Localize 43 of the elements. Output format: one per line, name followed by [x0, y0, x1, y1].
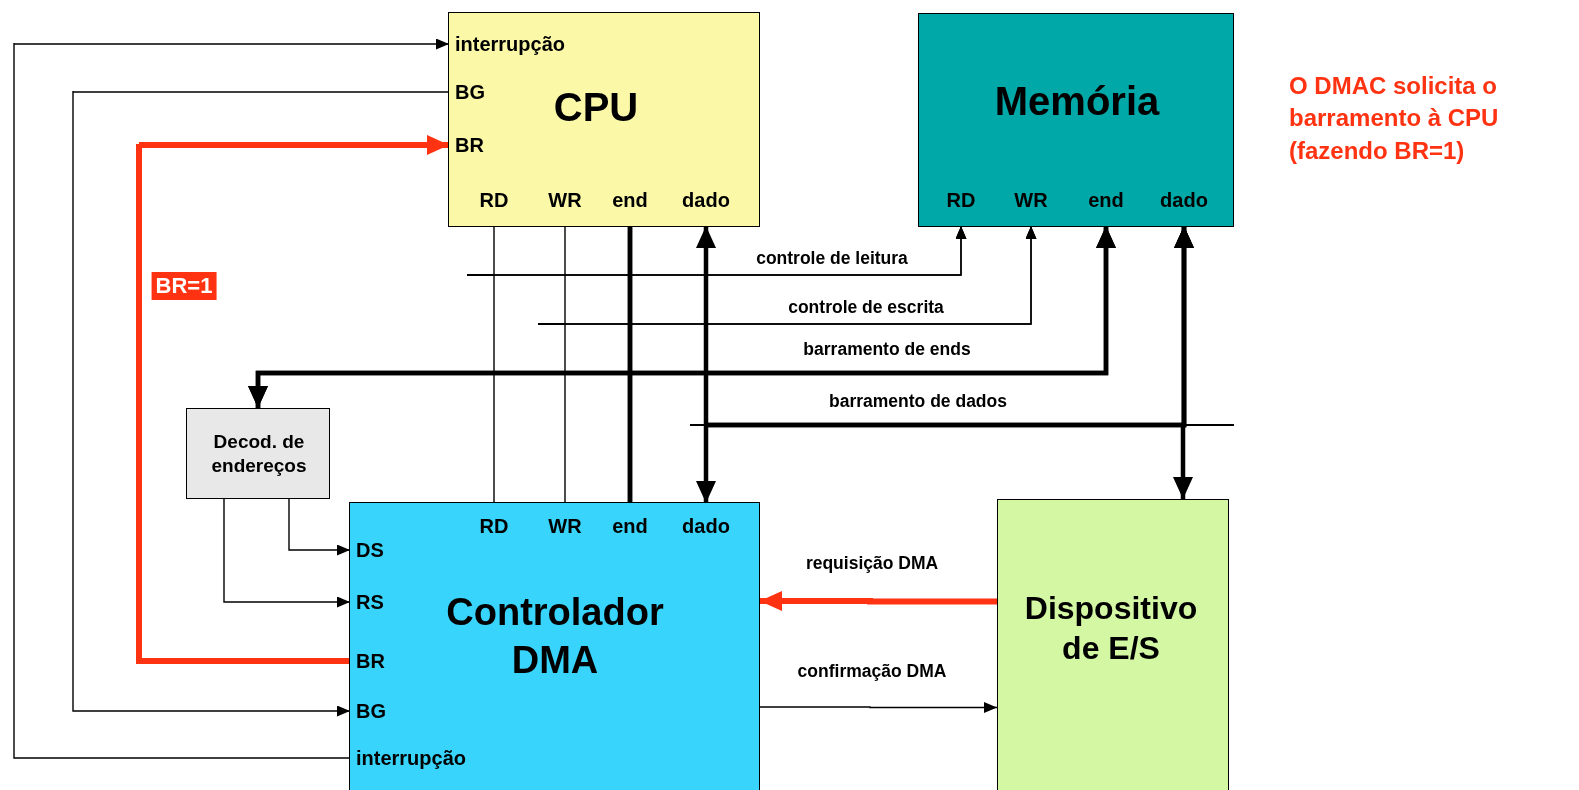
- pin-label: dado: [675, 186, 737, 226]
- decoder-box: [186, 408, 330, 499]
- arrow: [759, 702, 998, 713]
- box-title: CPU: [553, 84, 639, 130]
- pin-label: dado: [1153, 186, 1215, 226]
- box-title: Decod. de endereços: [210, 430, 308, 478]
- pin-label: end: [599, 503, 661, 543]
- arrow: [136, 135, 449, 664]
- pin-label: BG: [350, 696, 388, 726]
- box-title: Controlador DMA: [445, 589, 665, 682]
- bus-double-arrow: [1173, 226, 1194, 499]
- pin-label: interrupção: [350, 743, 469, 773]
- pin-label: BR: [449, 130, 486, 160]
- pin-label: RD: [463, 503, 525, 543]
- pin-label: DS: [350, 535, 386, 565]
- arrow: [492, 225, 967, 504]
- pin-label: WR: [1000, 186, 1062, 226]
- io-device-box: [997, 499, 1229, 790]
- memory-box: [918, 13, 1234, 227]
- arrow: [563, 225, 1037, 504]
- bus-arrow: [248, 370, 633, 503]
- pin-label: WR: [534, 503, 596, 543]
- pin-label: RD: [463, 186, 525, 226]
- pin-label: BR: [350, 646, 387, 676]
- pin-label: dado: [675, 503, 737, 543]
- arrow: [760, 591, 997, 611]
- edge-label: BR=1: [151, 272, 217, 300]
- arrow: [288, 498, 351, 556]
- pin-label: WR: [534, 186, 596, 226]
- pin-label: end: [1075, 186, 1137, 226]
- pin-label: end: [599, 186, 661, 226]
- pin-label: BG: [449, 77, 487, 107]
- cpu-box: [448, 12, 760, 227]
- pin-label: RD: [930, 186, 992, 226]
- note-text: O DMAC solicita o barramento à CPU (fazendo BR=1): [1289, 71, 1500, 166]
- arrow: [13, 38, 450, 759]
- arrow: [223, 498, 351, 608]
- dma-controller-box: [349, 502, 760, 790]
- pin-label: interrupção: [449, 29, 568, 59]
- box-title: Memória: [994, 78, 1160, 124]
- arrow: [72, 90, 450, 717]
- box-title: Dispositivo de E/S: [1023, 589, 1199, 668]
- pin-label: RS: [350, 587, 386, 617]
